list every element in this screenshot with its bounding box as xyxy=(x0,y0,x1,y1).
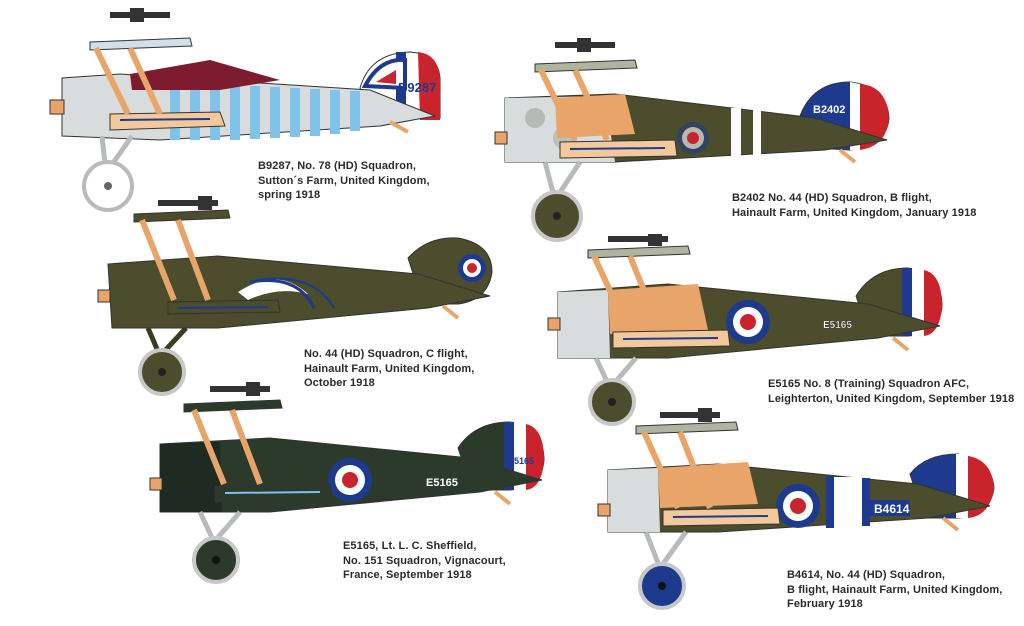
caption-line: B9287, No. 78 (HD) Squadron, xyxy=(258,160,417,172)
caption-b2402: B2402 No. 44 (HD) Squadron, B flight, Ha… xyxy=(732,191,977,220)
caption-line: France, September 1918 xyxy=(343,569,472,581)
caption-line: No. 151 Squadron, Vignacourt, xyxy=(343,554,506,567)
b2402-artwork: B2402 xyxy=(494,38,890,242)
caption-line: E5165 No. 8 (Training) Squadron AFC, xyxy=(768,378,970,390)
caption-line: Sutton´s Farm, United Kingdom, xyxy=(258,174,430,187)
caption-e5165-151: E5165, Lt. L. C. Sheffield, No. 151 Squa… xyxy=(343,539,506,583)
no44c-artwork xyxy=(97,196,493,396)
e5165-151-serial-fin: E5165 xyxy=(508,456,534,466)
plane-profile-b2402: B2402 xyxy=(494,38,895,243)
e5165-151-artwork: E5165 E5165 xyxy=(149,382,545,584)
caption-line: Hainault Farm, United Kingdom, xyxy=(304,362,475,375)
caption-line: B flight, Hainault Farm, United Kingdom, xyxy=(787,583,1003,596)
caption-line: B4614, No. 44 (HD) Squadron, xyxy=(787,569,946,581)
caption-line: Hainault Farm, United Kingdom, January 1… xyxy=(732,206,977,219)
caption-b4614: B4614, No. 44 (HD) Squadron, B flight, H… xyxy=(787,568,1002,612)
caption-line: spring 1918 xyxy=(258,189,321,201)
plane-profile-b9287: B9287 xyxy=(40,8,450,213)
caption-line: October 1918 xyxy=(304,377,375,389)
caption-no44c: No. 44 (HD) Squadron, C flight, Hainault… xyxy=(304,347,474,391)
b9287-serial: B9287 xyxy=(398,80,436,95)
caption-e5165-8: E5165 No. 8 (Training) Squadron AFC, Lei… xyxy=(768,377,1014,406)
b4614-artwork: B4614 xyxy=(597,408,995,610)
e5165-151-serial-fuselage: E5165 xyxy=(426,477,458,489)
caption-line: No. 44 (HD) Squadron, C flight, xyxy=(304,348,468,360)
e5165-8-artwork: E5165 xyxy=(547,234,943,426)
caption-b9287: B9287, No. 78 (HD) Squadron, Sutton´s Fa… xyxy=(258,159,430,203)
b2402-serial: B2402 xyxy=(813,104,845,116)
plane-profile-e5165-8: E5165 xyxy=(547,234,948,434)
plane-profile-e5165-151: E5165 E5165 xyxy=(149,382,550,592)
caption-line: B2402 No. 44 (HD) Squadron, B flight, xyxy=(732,192,932,204)
e5165-8-serial-fuselage: E5165 xyxy=(823,320,852,331)
plane-profile-b4614: B4614 xyxy=(597,408,998,618)
caption-line: Leighterton, United Kingdom, September 1… xyxy=(768,392,1015,405)
caption-line: February 1918 xyxy=(787,598,863,610)
b9287-artwork: B9287 xyxy=(49,8,441,212)
caption-line: E5165, Lt. L. C. Sheffield, xyxy=(343,540,477,552)
plane-profile-no44c xyxy=(97,196,498,401)
b4614-serial: B4614 xyxy=(874,502,910,516)
